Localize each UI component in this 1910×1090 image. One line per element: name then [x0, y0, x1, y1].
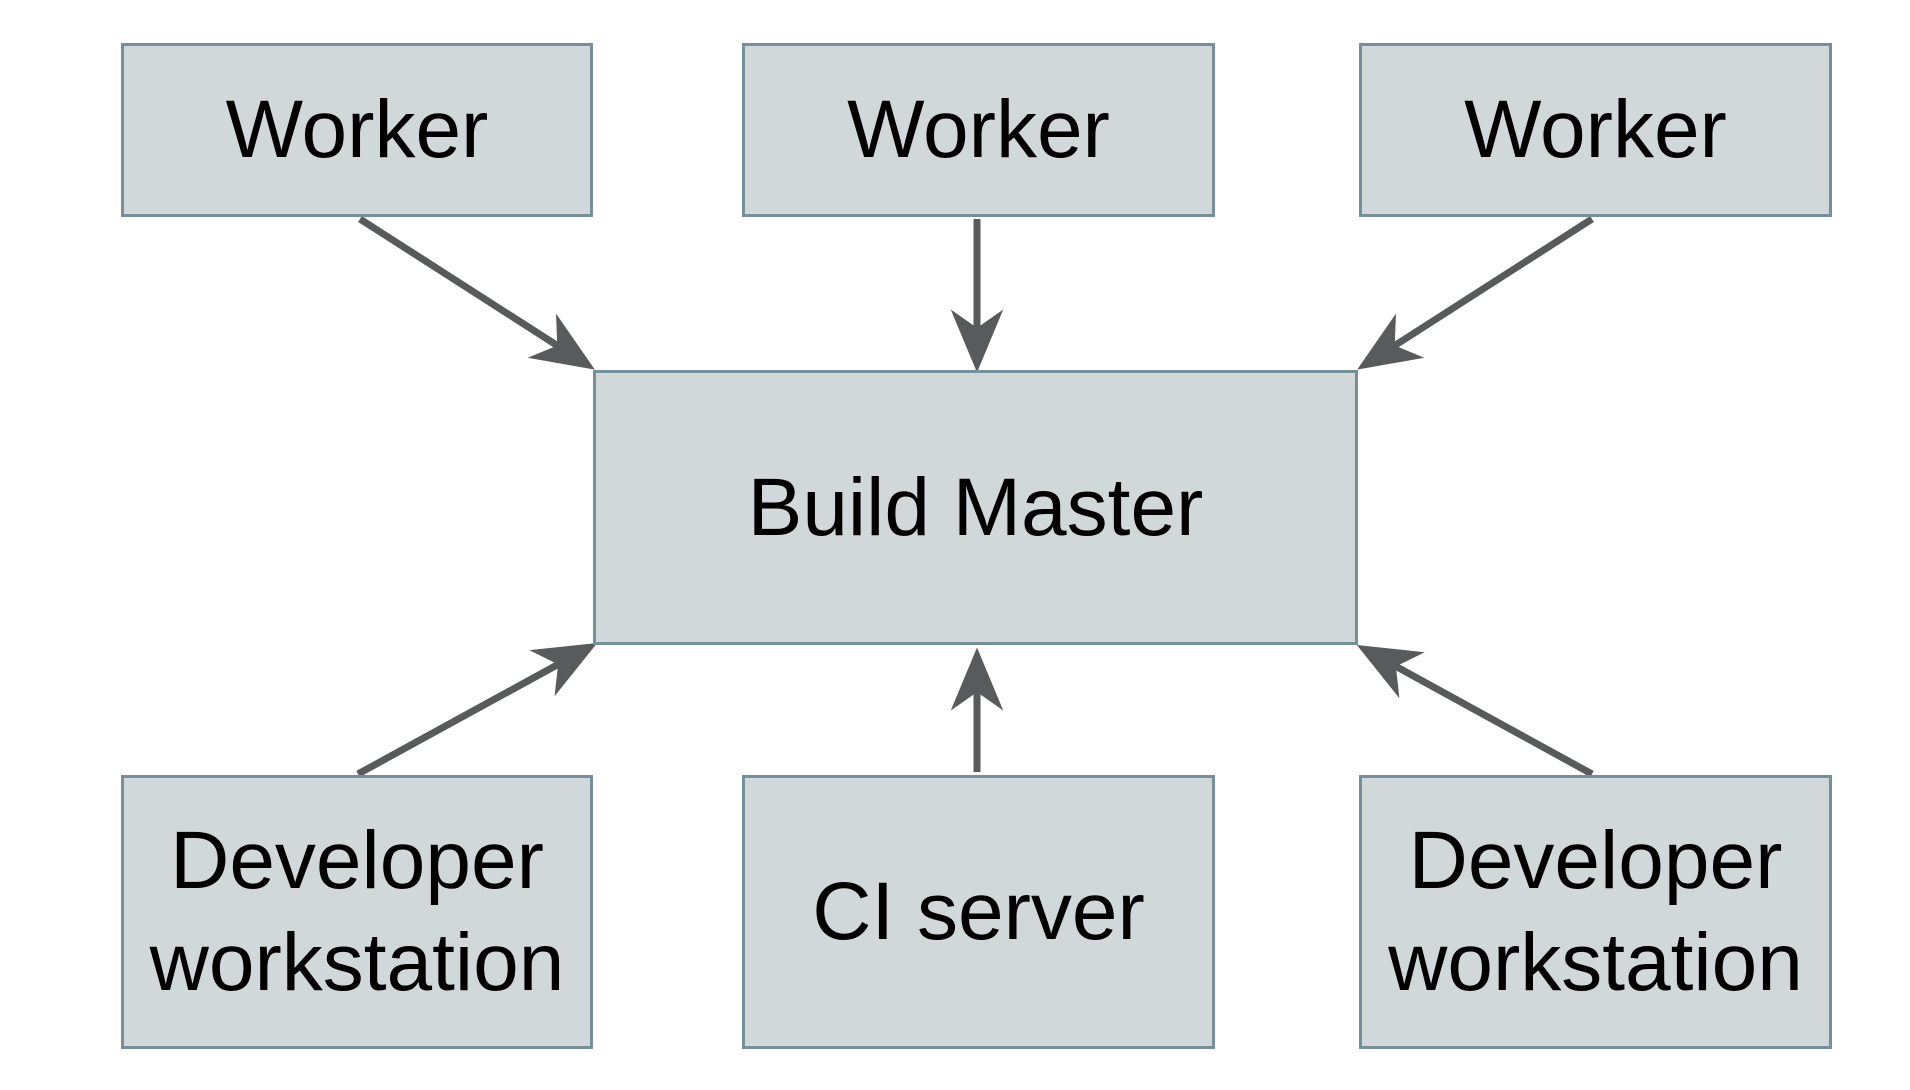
- node-worker-1: Worker: [121, 43, 593, 217]
- node-developer-workstation-right: Developer workstation: [1359, 775, 1832, 1049]
- node-developer-workstation-left-label: Developer workstation: [149, 815, 565, 1008]
- node-worker-3: Worker: [1359, 43, 1832, 217]
- arrow-worker1-to-buildmaster: [358, 216, 595, 370]
- node-ci-server-label: CI server: [812, 866, 1145, 958]
- arrow-worker3-to-buildmaster: [1357, 216, 1594, 370]
- node-ci-server: CI server: [742, 775, 1215, 1049]
- node-developer-workstation-left: Developer workstation: [121, 775, 593, 1049]
- node-worker-1-label: Worker: [225, 84, 489, 176]
- arrow-devleft-to-buildmaster: [356, 642, 598, 778]
- node-developer-workstation-right-label: Developer workstation: [1388, 815, 1803, 1008]
- node-worker-2-label: Worker: [847, 84, 1110, 176]
- arrow-devright-to-buildmaster: [1356, 644, 1594, 778]
- node-worker-3-label: Worker: [1464, 84, 1727, 176]
- node-build-master-label: Build Master: [747, 461, 1204, 553]
- node-worker-2: Worker: [742, 43, 1215, 217]
- node-build-master: Build Master: [593, 370, 1358, 645]
